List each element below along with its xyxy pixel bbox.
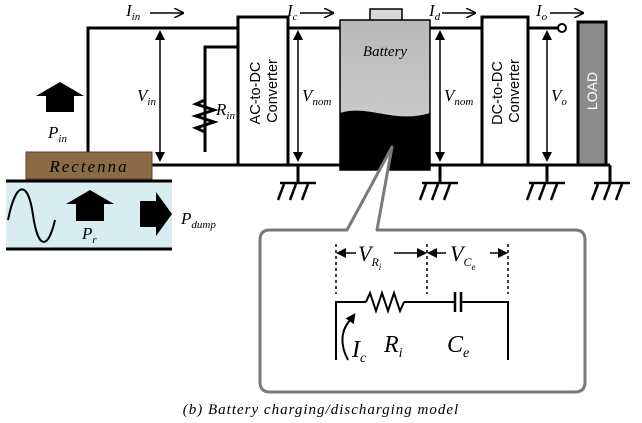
voltage-label-vnom-right: Vnom: [444, 86, 473, 108]
resistor-ri: [365, 289, 405, 315]
load-block: LOAD: [576, 20, 608, 167]
model-label-vri: VRi: [358, 241, 382, 272]
dc-dc-label: DC-to-DC Converter: [490, 57, 523, 125]
model-label-vce: VCe: [450, 241, 475, 272]
ground-symbol: [590, 181, 630, 201]
output-node: [557, 23, 567, 33]
model-label-ic: Ic: [351, 337, 367, 366]
ground-symbol: [276, 181, 316, 201]
ac-dc-label: AC-to-DC Converter: [248, 58, 281, 125]
power-dump-arrow-icon: [140, 192, 172, 236]
sine-wave-icon: [7, 188, 56, 243]
ground-symbol: [418, 181, 458, 201]
battery: Battery: [339, 8, 431, 171]
current-ic-arrow: [341, 317, 353, 361]
voltage-label-vin: Vin: [137, 86, 156, 108]
current-label-in: Iin: [125, 1, 141, 23]
voltage-label-vnom-left: Vnom: [302, 86, 331, 108]
dc-dc-converter: DC-to-DC Converter: [480, 15, 530, 167]
resistor-label-rin: Rin: [215, 100, 235, 122]
load-label: LOAD: [584, 72, 600, 110]
model-circuit: [335, 289, 509, 361]
power-label-in: Pin: [47, 123, 67, 145]
battery-model-callout: [258, 145, 587, 394]
power-label-r: Pr: [81, 224, 97, 246]
rectenna-label: Rectenna: [48, 157, 128, 176]
model-label-ce: Ce: [447, 332, 469, 361]
battery-label: Battery: [363, 44, 407, 60]
rectenna: Rectenna: [25, 151, 153, 180]
model-dimension-lines: [335, 244, 509, 294]
voltage-label-vo: Vo: [551, 86, 567, 108]
current-label-c: Ic: [286, 1, 298, 23]
ground-symbol: [525, 181, 565, 201]
rf-region: [6, 179, 172, 251]
current-label-d: Id: [428, 1, 441, 23]
power-label-dump: Pdump: [180, 209, 216, 231]
model-label-ri: Ri: [383, 332, 403, 361]
resistor-rin: [191, 90, 219, 142]
figure-caption: (b) Battery charging/discharging model: [183, 402, 459, 418]
ac-dc-converter: AC-to-DC Converter: [236, 15, 290, 167]
current-label-o: Io: [535, 1, 548, 23]
current-ic-arrowhead-icon: [345, 313, 356, 325]
power-in-arrow-icon: [36, 82, 84, 112]
power-r-arrow-icon: [66, 190, 114, 221]
